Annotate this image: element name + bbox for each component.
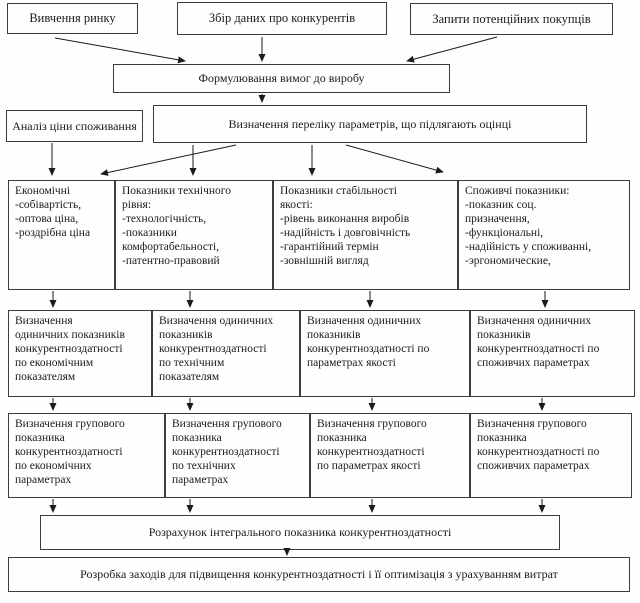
box-technical-level-indicators-text: Показники технічного рівня: -технологічн… [122,185,231,268]
arrow-market-to-formulation [54,37,186,64]
box-group-consumer-text: Визначення групового показника конкурент… [477,418,600,473]
box-unit-technical: Визначення одиничних показників конкурен… [152,310,300,397]
box-group-economic: Визначення групового показника конкурент… [8,413,165,498]
box-product-requirements-label: Формулювання вимог до виробу [198,71,365,85]
box-unit-quality: Визначення одиничних показників конкурен… [300,310,470,397]
box-group-quality: Визначення групового показника конкурент… [310,413,470,498]
box-unit-consumer-text: Визначення одиничних показників конкурен… [477,315,600,370]
box-quality-stability-indicators: Показники стабільності якості: -рівень в… [273,180,458,290]
box-market-study-label: Вивчення ринку [29,11,116,25]
box-unit-consumer: Визначення одиничних показників конкурен… [470,310,635,397]
box-competitor-data: Збір даних про конкурентів [177,2,387,35]
box-integral-indicator: Розрахунок інтегрального показника конку… [40,515,560,550]
box-final-measures-label: Розробка заходів для підвищення конкурен… [80,567,558,581]
box-group-economic-text: Визначення групового показника конкурент… [15,418,125,487]
box-market-study: Вивчення ринку [7,3,138,34]
box-consumption-price-analysis: Аналіз ціни споживання [6,110,143,142]
box-group-technical: Визначення групового показника конкурент… [165,413,310,498]
box-group-consumer: Визначення групового показника конкурент… [470,413,632,498]
arrow-inquiries-to-formulation [406,36,498,63]
box-unit-economic: Визначення одиничних показників конкурен… [8,310,152,397]
box-parameter-list: Визначення переліку параметрів, що підля… [153,105,587,143]
box-parameter-list-label: Визначення переліку параметрів, що підля… [228,116,512,131]
box-consumer-indicators-text: Споживчі показники: -показник соц. призн… [465,185,592,268]
box-economic-indicators: Економічні -собівартість, -оптова ціна, … [8,180,115,290]
box-buyer-inquiries: Запити потенційних покупців [410,3,613,35]
box-final-measures: Розробка заходів для підвищення конкурен… [8,557,630,592]
box-quality-stability-indicators-text: Показники стабільності якості: -рівень в… [280,185,411,268]
box-product-requirements: Формулювання вимог до виробу [113,64,450,93]
arrow-parameters-to-economic [100,144,237,176]
box-group-technical-text: Визначення групового показника конкурент… [172,418,282,487]
box-buyer-inquiries-label: Запити потенційних покупців [432,11,591,26]
arrow-parameters-to-consumer [345,144,444,174]
box-consumer-indicators: Споживчі показники: -показник соц. призн… [458,180,630,290]
box-consumption-price-analysis-label: Аналіз ціни споживання [12,118,137,133]
box-unit-economic-text: Визначення одиничних показників конкурен… [15,315,125,384]
box-unit-quality-text: Визначення одиничних показників конкурен… [307,315,430,370]
box-integral-indicator-label: Розрахунок інтегрального показника конку… [148,525,452,539]
box-unit-technical-text: Визначення одиничних показників конкурен… [159,315,274,384]
box-economic-indicators-text: Економічні -собівартість, -оптова ціна, … [15,185,91,240]
box-technical-level-indicators: Показники технічного рівня: -технологічн… [115,180,273,290]
box-competitor-data-label: Збір даних про конкурентів [208,11,356,25]
box-group-quality-text: Визначення групового показника конкурент… [317,418,427,473]
